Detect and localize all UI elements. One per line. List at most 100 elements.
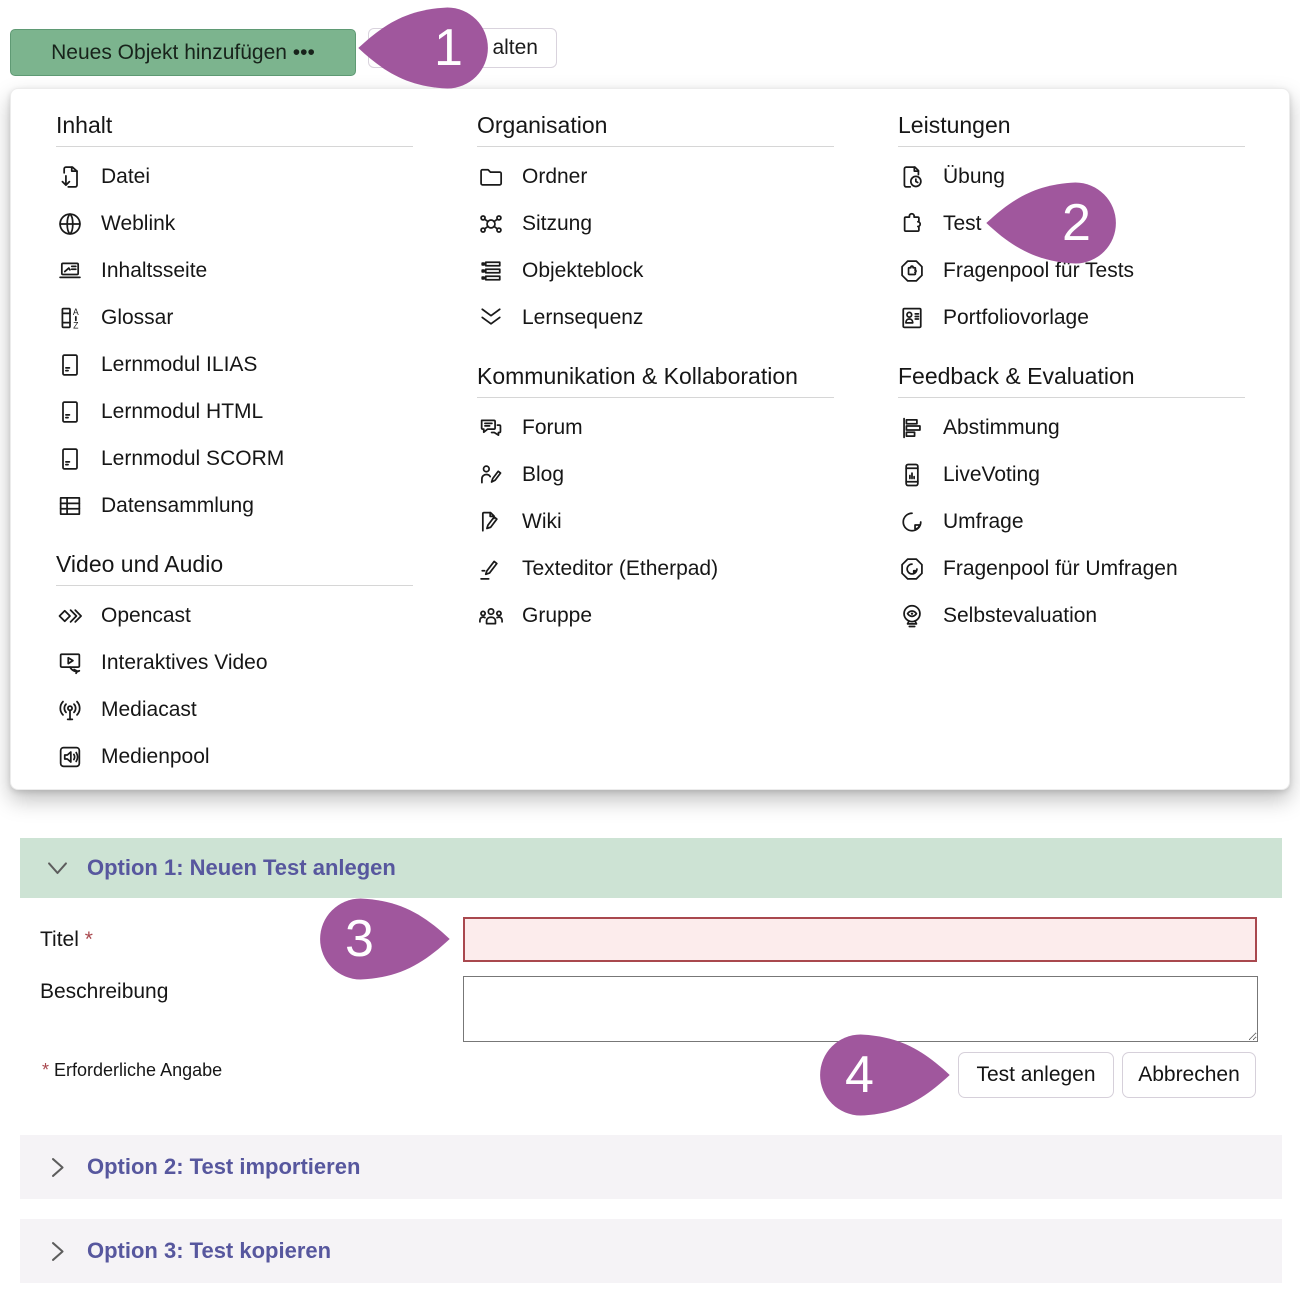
menu-item-medienpool[interactable]: Medienpool bbox=[56, 734, 413, 781]
chevron-right-icon bbox=[44, 1238, 71, 1265]
marker-number: 3 bbox=[345, 910, 374, 968]
menu-item-lernmodul-scorm[interactable]: Lernmodul SCORM bbox=[56, 436, 413, 483]
chevron-right-icon bbox=[44, 1154, 71, 1181]
menu-item-label: Interaktives Video bbox=[101, 651, 268, 674]
menu-item-label: Texteditor (Etherpad) bbox=[522, 557, 719, 580]
menu-item-label: Objekteblock bbox=[522, 259, 644, 283]
svg-text:Z: Z bbox=[73, 321, 79, 331]
menu-item-datensammlung[interactable]: Datensammlung bbox=[56, 483, 413, 530]
learning-module-icon bbox=[56, 398, 84, 426]
menu-item-fragenpool-für-umfragen[interactable]: Fragenpool für Umfragen bbox=[898, 546, 1245, 593]
callout-marker-4: 4 bbox=[816, 1030, 952, 1120]
menu-item-label: Blog bbox=[522, 463, 565, 486]
menu-item-mediacast[interactable]: Mediacast bbox=[56, 687, 413, 734]
partial-button-label: alten bbox=[492, 36, 538, 59]
create-test-button[interactable]: Test anlegen bbox=[958, 1052, 1114, 1098]
menu-item-forum[interactable]: Forum bbox=[477, 405, 834, 452]
menu-item-lernsequenz[interactable]: Lernsequenz bbox=[477, 295, 834, 342]
menu-item-weblink[interactable]: Weblink bbox=[56, 201, 413, 248]
blog-icon bbox=[477, 461, 505, 489]
menu-item-label: Test bbox=[943, 212, 982, 236]
menu-item-texteditor-etherpad[interactable]: Texteditor (Etherpad) bbox=[477, 546, 834, 593]
menu-item-umfrage[interactable]: Umfrage bbox=[898, 499, 1245, 546]
exercise-icon bbox=[898, 163, 926, 191]
menu-item-label: Inhaltsseite bbox=[101, 259, 208, 283]
menu-item-blog[interactable]: Blog bbox=[477, 452, 834, 499]
media-pool-icon bbox=[56, 743, 84, 771]
menu-item-label: Fragenpool für Tests bbox=[943, 259, 1135, 283]
menu-item-label: Wiki bbox=[522, 510, 562, 533]
section-title: Feedback & Evaluation bbox=[898, 362, 1135, 389]
menu-item-ordner[interactable]: Ordner bbox=[477, 154, 834, 201]
menu-item-label: Datei bbox=[101, 165, 151, 189]
item-group-icon bbox=[477, 257, 505, 285]
menu-item-livevoting[interactable]: LiveVoting bbox=[898, 452, 1245, 499]
self-evaluation-icon bbox=[898, 602, 926, 630]
menu-item-interaktives-video[interactable]: Interaktives Video bbox=[56, 640, 413, 687]
live-voting-icon bbox=[898, 461, 926, 489]
forum-icon bbox=[477, 414, 505, 442]
menu-item-opencast[interactable]: Opencast bbox=[56, 593, 413, 640]
accordion-option-1[interactable]: Option 1: Neuen Test anlegen bbox=[20, 838, 1282, 898]
section-title: Kommunikation & Kollabo­ration bbox=[477, 362, 798, 389]
menu-item-label: Gruppe bbox=[522, 604, 593, 627]
menu-item-lernmodul-ilias[interactable]: Lernmodul ILIAS bbox=[56, 342, 413, 389]
section-divider bbox=[477, 145, 834, 147]
cancel-button[interactable]: Abbrechen bbox=[1122, 1052, 1256, 1098]
partially-hidden-button[interactable]: alten bbox=[368, 28, 557, 68]
menu-item-label: LiveVoting bbox=[943, 463, 1040, 486]
question-pool-survey-icon bbox=[898, 555, 926, 583]
menu-item-objekteblock[interactable]: Objekteblock bbox=[477, 248, 834, 295]
menu-item-label: Medienpool bbox=[101, 745, 210, 768]
menu-item-test[interactable]: Test bbox=[898, 201, 1245, 248]
menu-item-label: Forum bbox=[522, 416, 583, 439]
menu-item-label: Lernmodul HTML bbox=[101, 400, 264, 424]
menu-item-datei[interactable]: Datei bbox=[56, 154, 413, 201]
broadcast-icon bbox=[56, 696, 84, 724]
learning-module-icon bbox=[56, 445, 84, 473]
survey-icon bbox=[898, 508, 926, 536]
menu-item-fragenpool-für-tests[interactable]: Fragenpool für Tests bbox=[898, 248, 1245, 295]
menu-item-label: Glossar bbox=[101, 306, 174, 330]
interactive-video-icon bbox=[56, 649, 84, 677]
menu-item-lernmodul-html[interactable]: Lernmodul HTML bbox=[56, 389, 413, 436]
menu-item-label: Opencast bbox=[101, 604, 191, 627]
folder-icon bbox=[477, 163, 505, 191]
menu-item-portfoliovorlage[interactable]: Portfoliovorlage bbox=[898, 295, 1245, 342]
menu-item-abstimmung[interactable]: Abstimmung bbox=[898, 405, 1245, 452]
accordion-option-2[interactable]: Option 2: Test importieren bbox=[20, 1135, 1282, 1199]
content-page-icon bbox=[56, 257, 84, 285]
wiki-icon bbox=[477, 508, 505, 536]
menu-item-label: Selbstevaluation bbox=[943, 604, 1098, 627]
learning-sequence-icon bbox=[477, 304, 505, 332]
menu-item-gruppe[interactable]: Gruppe bbox=[477, 593, 834, 640]
section-divider bbox=[898, 396, 1245, 398]
menu-item-inhaltsseite[interactable]: Inhaltsseite bbox=[56, 248, 413, 295]
menu-item-selbstevaluation[interactable]: Selbstevaluation bbox=[898, 593, 1245, 640]
poll-icon bbox=[898, 414, 926, 442]
menu-item-label: Weblink bbox=[101, 212, 176, 236]
description-textarea[interactable] bbox=[463, 976, 1258, 1042]
required-note: * Erforderliche Angabe bbox=[42, 1060, 223, 1080]
add-new-object-button[interactable]: Neues Objekt hinzufügen ••• bbox=[10, 29, 356, 76]
menu-item-sitzung[interactable]: Sitzung bbox=[477, 201, 834, 248]
section-title: Leistungen bbox=[898, 112, 1011, 138]
opencast-icon bbox=[56, 602, 84, 630]
menu-item-label: Lernsequenz bbox=[522, 306, 644, 330]
section-divider bbox=[56, 584, 413, 586]
menu-item-übung[interactable]: Übung bbox=[898, 154, 1245, 201]
menu-item-wiki[interactable]: Wiki bbox=[477, 499, 834, 546]
group-icon bbox=[477, 602, 505, 630]
section-divider bbox=[898, 145, 1245, 147]
chevron-down-icon bbox=[44, 855, 71, 882]
title-input[interactable] bbox=[463, 917, 1257, 962]
accordion-option-3[interactable]: Option 3: Test kopieren bbox=[20, 1219, 1282, 1283]
section-title: Inhalt bbox=[56, 112, 113, 138]
accordion-option-1-title: Option 1: Neuen Test anlegen bbox=[87, 855, 396, 880]
menu-item-label: Fragenpool für Umfragen bbox=[943, 557, 1178, 580]
